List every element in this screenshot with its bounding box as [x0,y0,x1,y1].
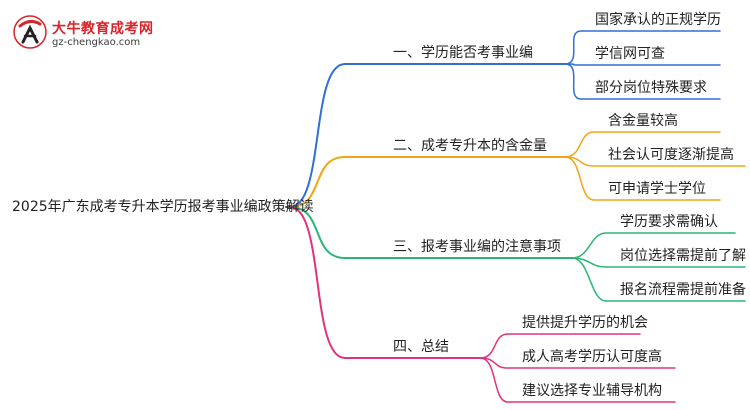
branch-connector-1 [289,63,566,208]
leaf-item-2-2: 社会认可度逐渐提高 [608,147,734,163]
leaf-item-2-1: 含金量较高 [608,113,678,129]
branch-connector-3 [289,206,573,259]
leaf-connector-3-2 [571,257,746,268]
root-topic: 2025年广东成考专升本学历报考事业编政策解读 [12,199,314,215]
leaf-item-4-2: 成人高考学历认可度高 [522,349,662,365]
leaf-connector-4-1 [479,333,641,359]
leaf-item-1-3: 部分岗位特殊要求 [595,80,707,96]
branch-connector-2 [289,156,566,208]
leaf-connector-1-2 [564,63,721,66]
leaf-item-1-1: 国家承认的正规学历 [595,12,721,28]
branch-connector-4 [289,206,481,359]
leaf-connector-4-2 [479,357,676,369]
branch-title-4: 四、总结 [393,339,449,355]
logo-site-url: gz-chengkao.com [52,37,141,48]
branch-title-1: 一、学历能否考事业编 [393,45,533,61]
branch-title-3: 三、报考事业编的注意事项 [393,239,561,255]
leaf-connector-3-1 [571,232,736,259]
site-logo[interactable]: 大牛教育成考网 gz-chengkao.com [12,14,162,56]
logo-mark-icon [13,15,47,49]
branch-title-2: 二、成考专升本的含金量 [393,138,547,154]
leaf-connector-1-1 [564,30,721,65]
leaf-item-4-3: 建议选择专业辅导机构 [522,383,662,399]
leaf-connector-2-3 [564,156,721,201]
leaf-connector-1-3 [564,63,721,100]
leaf-item-4-1: 提供提升学历的机会 [522,315,648,331]
leaf-item-3-3: 报名流程需提前准备 [620,282,746,298]
leaf-connector-4-3 [479,357,676,403]
leaf-item-3-1: 学历要求需确认 [620,214,718,230]
leaf-item-3-2: 岗位选择需提前了解 [620,248,746,264]
leaf-item-2-3: 可申请学士学位 [608,181,706,197]
leaf-connector-2-1 [564,131,721,158]
leaf-connector-2-2 [564,156,746,167]
leaf-item-1-2: 学信网可查 [595,46,665,62]
leaf-connector-3-3 [571,257,746,302]
logo-site-name: 大牛教育成考网 [52,21,154,37]
